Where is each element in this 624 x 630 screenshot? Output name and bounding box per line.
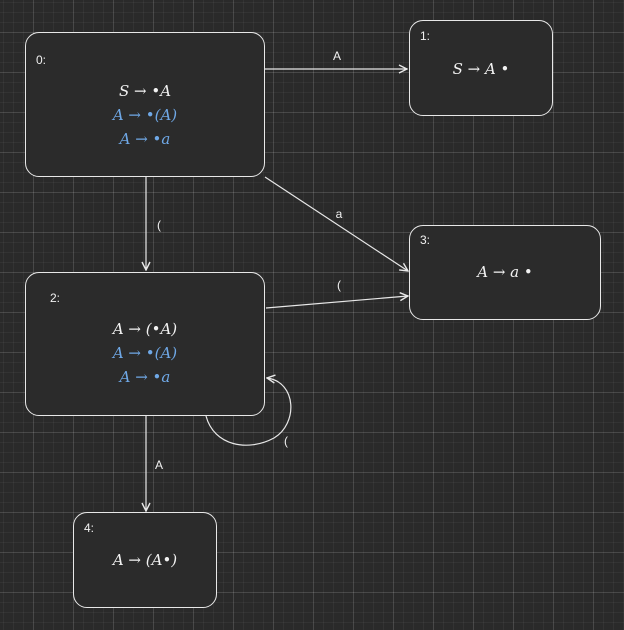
kernel-item: A → a • — [477, 263, 533, 281]
closure-item: A → •(A) — [112, 106, 178, 124]
state-node-4[interactable]: 4: A → (A•) — [73, 512, 217, 608]
item-list: S → A • — [410, 57, 552, 81]
kernel-item: S → •A — [118, 82, 172, 100]
edge-label-2-to-3: ( — [337, 278, 341, 292]
item-list: A → a • — [410, 260, 600, 284]
edge-0-to-3 — [264, 176, 408, 271]
item-list: A → (A•) — [74, 548, 216, 572]
edge-2-to-3 — [265, 296, 408, 309]
kernel-item: A → (•A) — [112, 320, 178, 338]
edge-label-0-to-2: ( — [157, 218, 161, 232]
edge-2-self-loop — [205, 378, 292, 446]
kernel-item: S → A • — [452, 60, 510, 78]
state-id: 3: — [420, 233, 431, 247]
edge-label-2-to-4: A — [154, 458, 164, 472]
state-id: 4: — [84, 521, 95, 535]
state-node-1[interactable]: 1: S → A • — [409, 20, 553, 116]
state-node-0[interactable]: 0: S → •A A → •(A) A → •a — [25, 32, 265, 177]
edge-label-0-to-3: a — [335, 207, 343, 221]
state-node-3[interactable]: 3: A → a • — [409, 225, 601, 320]
closure-item: A → •a — [119, 368, 171, 386]
state-id: 0: — [36, 53, 47, 67]
edge-label-2-self-loop: ( — [284, 434, 288, 448]
item-list: A → (•A) A → •(A) A → •a — [26, 317, 264, 389]
edge-label-0-to-1: A — [332, 49, 342, 63]
closure-item: A → •a — [119, 130, 171, 148]
state-id: 2: — [50, 291, 61, 305]
item-list: S → •A A → •(A) A → •a — [26, 79, 264, 151]
closure-item: A → •(A) — [112, 344, 178, 362]
state-node-2[interactable]: 2: A → (•A) A → •(A) A → •a — [25, 272, 265, 416]
kernel-item: A → (A•) — [112, 551, 178, 569]
state-id: 1: — [420, 29, 431, 43]
